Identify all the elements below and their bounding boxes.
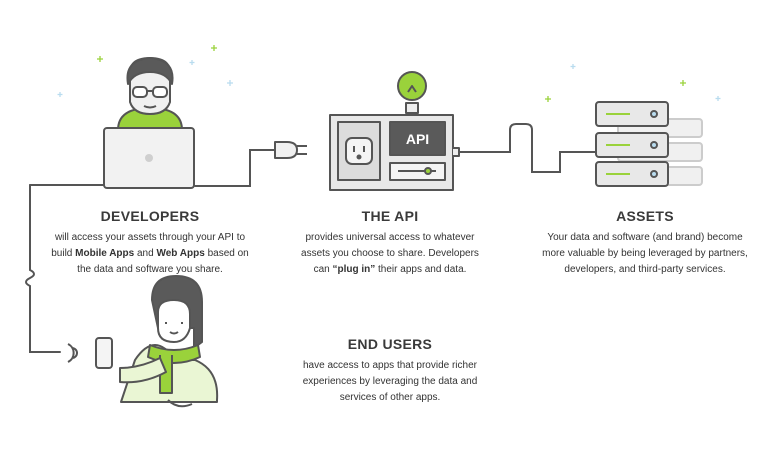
plug-in-text: “plug in” <box>332 264 376 275</box>
developers-section: DEVELOPERS will access your assets throu… <box>25 208 275 278</box>
assets-description: Your data and software (and brand) becom… <box>517 230 773 278</box>
developer-illustration <box>103 57 195 189</box>
developers-line-2-mid: and <box>134 248 157 259</box>
api-line-3-pre: can <box>313 264 333 275</box>
end-users-line-2: experiences by leveraging the data and <box>302 376 478 387</box>
api-label: API <box>406 131 429 147</box>
api-title: THE API <box>361 208 419 224</box>
mobile-apps-text: Mobile Apps <box>75 248 135 259</box>
end-users-title: END USERS <box>347 336 433 352</box>
developers-line-2-pre: build <box>51 248 76 259</box>
connection-lines <box>25 123 597 353</box>
end-user-illustration <box>67 275 219 408</box>
developers-line-1: will access your assets through your API… <box>54 232 246 243</box>
end-users-line-1: have access to apps that provide richer <box>303 360 477 371</box>
api-line-1: provides universal access to whatever <box>305 232 475 243</box>
developers-line-3: the data and software you share. <box>77 264 223 275</box>
assets-title: ASSETS <box>616 208 674 224</box>
assets-line-1: Your data and software (and brand) becom… <box>547 232 743 243</box>
api-section: THE API provides universal access to wha… <box>272 208 508 278</box>
sparkle-icons <box>57 45 721 102</box>
api-box-illustration <box>274 71 460 191</box>
api-line-2: assets you choose to share. Developers <box>301 248 479 259</box>
assets-line-2: more valuable by being leveraged by part… <box>542 248 748 259</box>
developers-line-2-post: based on <box>204 248 249 259</box>
assets-line-3: developers, and third-party services. <box>564 264 726 275</box>
end-users-description: have access to apps that provide richer … <box>270 358 510 406</box>
api-line-3-post: their apps and data. <box>375 264 467 275</box>
end-users-line-3: services of other apps. <box>339 392 441 403</box>
api-description: provides universal access to whatever as… <box>272 230 508 278</box>
end-users-section: END USERS have access to apps that provi… <box>270 336 510 406</box>
developers-description: will access your assets through your API… <box>25 230 275 278</box>
web-apps-text: Web Apps <box>156 248 205 259</box>
assets-section: ASSETS Your data and software (and brand… <box>517 208 773 278</box>
developers-title: DEVELOPERS <box>100 208 200 224</box>
servers-illustration <box>595 101 703 187</box>
